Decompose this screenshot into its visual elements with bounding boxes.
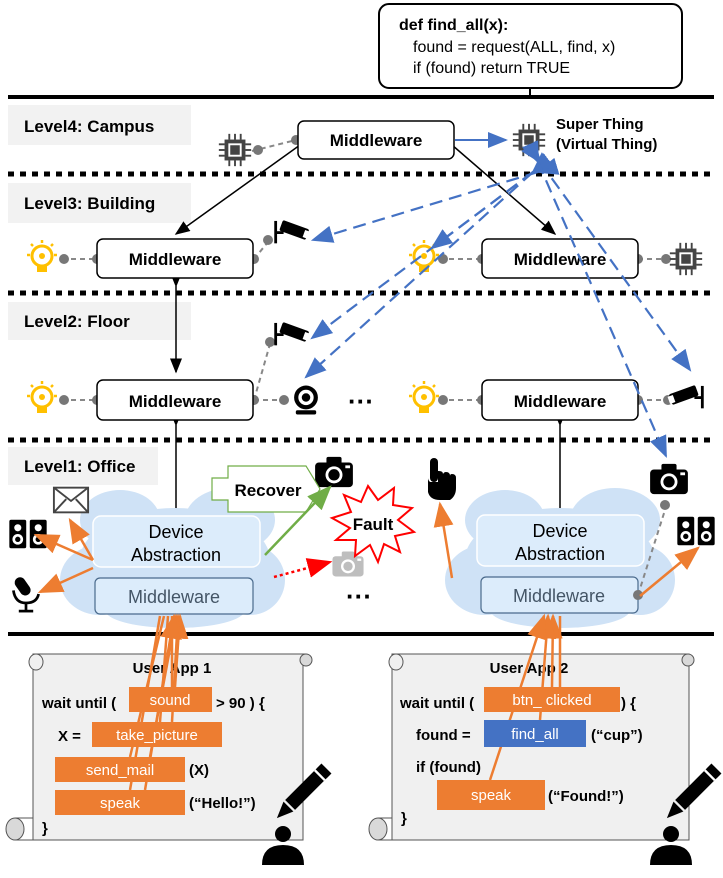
middleware-office-right-label: Middleware: [513, 586, 605, 606]
device-abstraction-left-box: [92, 515, 261, 568]
lightbulb-icon-building-left: [25, 238, 59, 274]
arrow-fault: [273, 558, 333, 579]
app1-func-take-picture: [92, 722, 222, 747]
camera-icon-recover: [315, 456, 353, 488]
speaker-icon-right: [677, 516, 715, 546]
app2-close: }: [401, 810, 407, 827]
level4-label: Level4: Campus: [24, 117, 154, 136]
chip-icon-building-right: [668, 241, 704, 277]
middleware-building-right-label: Middleware: [514, 250, 607, 269]
app2-found-assign: found =: [416, 727, 471, 744]
level3-label: Level3: Building: [24, 194, 155, 213]
app1-arg-x: (X): [189, 762, 209, 779]
mail-icon: [52, 486, 90, 514]
device-abstraction-right-line2: Abstraction: [515, 544, 605, 564]
camera-icon-faulted: [332, 551, 364, 577]
level2-label-box: [8, 302, 191, 340]
lightbulb-icon-floor-right: [407, 379, 441, 415]
level2-label: Level2: Floor: [24, 312, 130, 331]
device-abstraction-left-line1: Device: [148, 522, 203, 542]
recover-label: Recover: [234, 481, 301, 500]
device-abstraction-right-line1: Device: [532, 521, 587, 541]
cctv-icon-floor: [274, 322, 312, 346]
app2-arg-cup: (“cup”): [591, 727, 643, 744]
app1-func-sound: [129, 687, 212, 712]
middleware-building-left: [96, 238, 254, 279]
app1-close: }: [42, 820, 48, 837]
app2-arg-found: (“Found!”): [548, 788, 624, 805]
app2-cond-rest: ) {: [621, 695, 636, 712]
lightbulb-icon-floor-left: [25, 379, 59, 415]
code-line-3: if (found) return TRUE: [413, 60, 570, 77]
app1-func-send-mail: [55, 757, 185, 782]
device-abstraction-left-line2: Abstraction: [131, 545, 221, 565]
ellipsis-office: ···: [346, 581, 372, 611]
app2-func-find-all-label: find_all: [511, 726, 559, 743]
app1-func-speak: [55, 790, 185, 815]
app1-func-sound-label: sound: [150, 692, 191, 709]
cctv-icon-building: [274, 220, 312, 244]
middleware-floor-left-label: Middleware: [129, 392, 222, 411]
app1-func-speak-label: speak: [100, 795, 141, 812]
ellipsis-floor: ···: [348, 386, 374, 416]
middleware-building-left-label: Middleware: [129, 250, 222, 269]
camera-icon-office-right: [650, 463, 688, 495]
app2-func-btn-clicked-label: btn_ clicked: [512, 692, 591, 709]
app1-func-take-picture-label: take_picture: [116, 727, 198, 744]
app2-func-btn-clicked: [484, 687, 620, 712]
webcam-icon: [294, 385, 318, 415]
middleware-office-left-label: Middleware: [128, 587, 220, 607]
level3-label-box: [8, 183, 191, 223]
super-thing-chip-icon: [511, 122, 547, 158]
arrow-campus-to-building-left: [174, 144, 301, 235]
app1-arg-hello: (“Hello!”): [189, 795, 256, 812]
microphone-icon: [11, 574, 40, 613]
arrow-recover: [264, 485, 332, 556]
app2-wait-until: wait until (: [399, 695, 474, 712]
app1-cond-rest: > 90 ) {: [216, 695, 265, 712]
middleware-floor-left: [96, 379, 254, 421]
code-line-2: found = request(ALL, find, x): [413, 39, 615, 56]
fault-burst: [329, 483, 417, 565]
speaker-icon-left: [9, 519, 47, 549]
app2-title: User App 2: [490, 660, 569, 677]
cctv-icon-floor-right: [666, 385, 704, 409]
middleware-floor-right-label: Middleware: [514, 392, 607, 411]
level1-label: Level1: Office: [24, 457, 136, 476]
app1-func-send-mail-label: send_mail: [86, 762, 154, 779]
chip-icon-campus: [217, 132, 253, 168]
middleware-campus-label: Middleware: [330, 131, 423, 150]
level1-label-box: [8, 447, 158, 485]
app1-x-assign: X =: [58, 728, 81, 745]
code-line-1: def find_all(x):: [399, 17, 508, 34]
hand-pointer-icon: [428, 458, 456, 500]
super-thing-label-1: Super Thing: [556, 116, 644, 133]
app2-func-speak-label: speak: [471, 787, 512, 804]
orange-device-arrows: [33, 501, 700, 597]
device-abstraction-right-box: [476, 514, 645, 567]
super-thing-label-2: (Virtual Thing): [556, 136, 657, 153]
app2-func-speak: [437, 780, 545, 810]
level4-label-box: [8, 105, 191, 145]
app1-wait-until: wait until (: [41, 695, 116, 712]
app2-if-found: if (found): [416, 759, 481, 776]
blue-dashed-arrows: [304, 140, 692, 459]
app2-func-find-all: [484, 720, 586, 747]
fault-label: Fault: [353, 515, 394, 534]
